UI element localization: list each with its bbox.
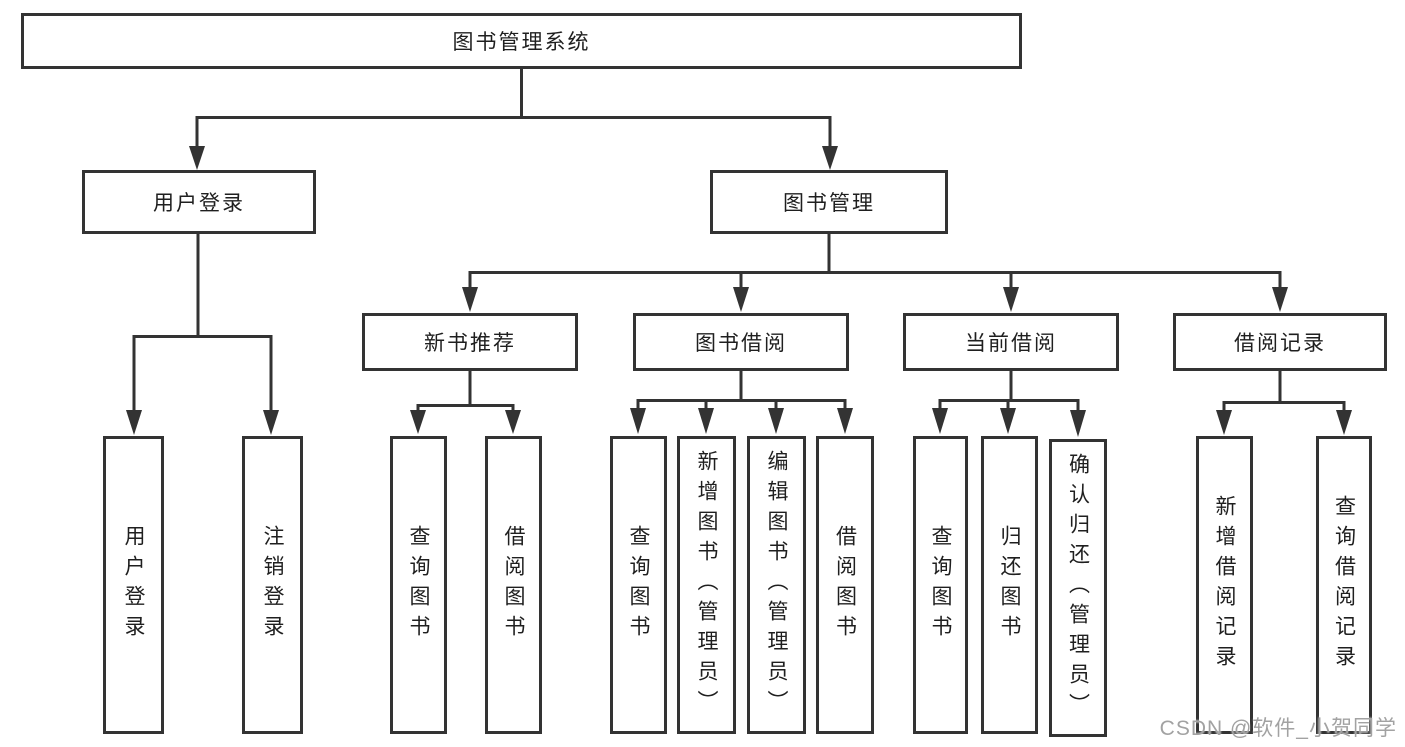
node-book-management-label: 图书管理 (783, 192, 875, 215)
node-book-management: 图书管理 (710, 170, 948, 234)
leaf-return-book: 归还图书 (981, 436, 1038, 734)
node-new-book-recommendation-label: 新书推荐 (424, 332, 516, 355)
node-current-borrowing-label: 当前借阅 (965, 332, 1057, 355)
leaf-query-books-borrow-label: 查询图书 (627, 525, 650, 645)
node-borrowing-records-label: 借阅记录 (1234, 332, 1326, 355)
node-borrowing-records: 借阅记录 (1173, 313, 1387, 371)
leaf-edit-book-admin: 编辑图书（管理员） (747, 436, 806, 734)
leaf-confirm-return-admin-label: 确认归还（管理员） (1066, 453, 1090, 723)
leaf-borrow-books: 借阅图书 (816, 436, 874, 734)
leaf-confirm-return-admin: 确认归还（管理员） (1049, 439, 1107, 737)
leaf-query-books-recommend: 查询图书 (390, 436, 447, 734)
node-book-borrowing-label: 图书借阅 (695, 332, 787, 355)
leaf-logout: 注销登录 (242, 436, 303, 734)
leaf-query-borrow-record-label: 查询借阅记录 (1332, 495, 1356, 675)
node-user-login: 用户登录 (82, 170, 316, 234)
leaf-query-borrow-record: 查询借阅记录 (1316, 436, 1372, 734)
leaf-add-book-admin-label: 新增图书（管理员） (695, 450, 718, 720)
node-library-management-system: 图书管理系统 (21, 13, 1022, 69)
node-user-login-label: 用户登录 (153, 192, 245, 215)
leaf-user-login: 用户登录 (103, 436, 164, 734)
leaf-user-login-label: 用户登录 (122, 525, 145, 645)
leaf-query-books-current-label: 查询图书 (929, 525, 952, 645)
leaf-query-books-recommend-label: 查询图书 (407, 525, 430, 645)
leaf-add-borrow-record: 新增借阅记录 (1196, 436, 1253, 734)
leaf-add-book-admin: 新增图书（管理员） (677, 436, 736, 734)
csdn-watermark: CSDN @软件_小贺同学 (1159, 717, 1397, 740)
leaf-borrow-books-recommend: 借阅图书 (485, 436, 542, 734)
leaf-return-book-label: 归还图书 (998, 525, 1021, 645)
leaf-borrow-books-label: 借阅图书 (833, 525, 857, 645)
leaf-query-books-borrow: 查询图书 (610, 436, 667, 734)
leaf-add-borrow-record-label: 新增借阅记录 (1213, 495, 1236, 675)
node-current-borrowing: 当前借阅 (903, 313, 1119, 371)
node-book-borrowing: 图书借阅 (633, 313, 849, 371)
node-library-management-system-label: 图书管理系统 (452, 31, 591, 54)
leaf-borrow-books-recommend-label: 借阅图书 (502, 525, 525, 645)
leaf-query-books-current: 查询图书 (913, 436, 968, 734)
leaf-edit-book-admin-label: 编辑图书（管理员） (765, 450, 788, 720)
leaf-logout-label: 注销登录 (261, 525, 284, 645)
node-new-book-recommendation: 新书推荐 (362, 313, 578, 371)
